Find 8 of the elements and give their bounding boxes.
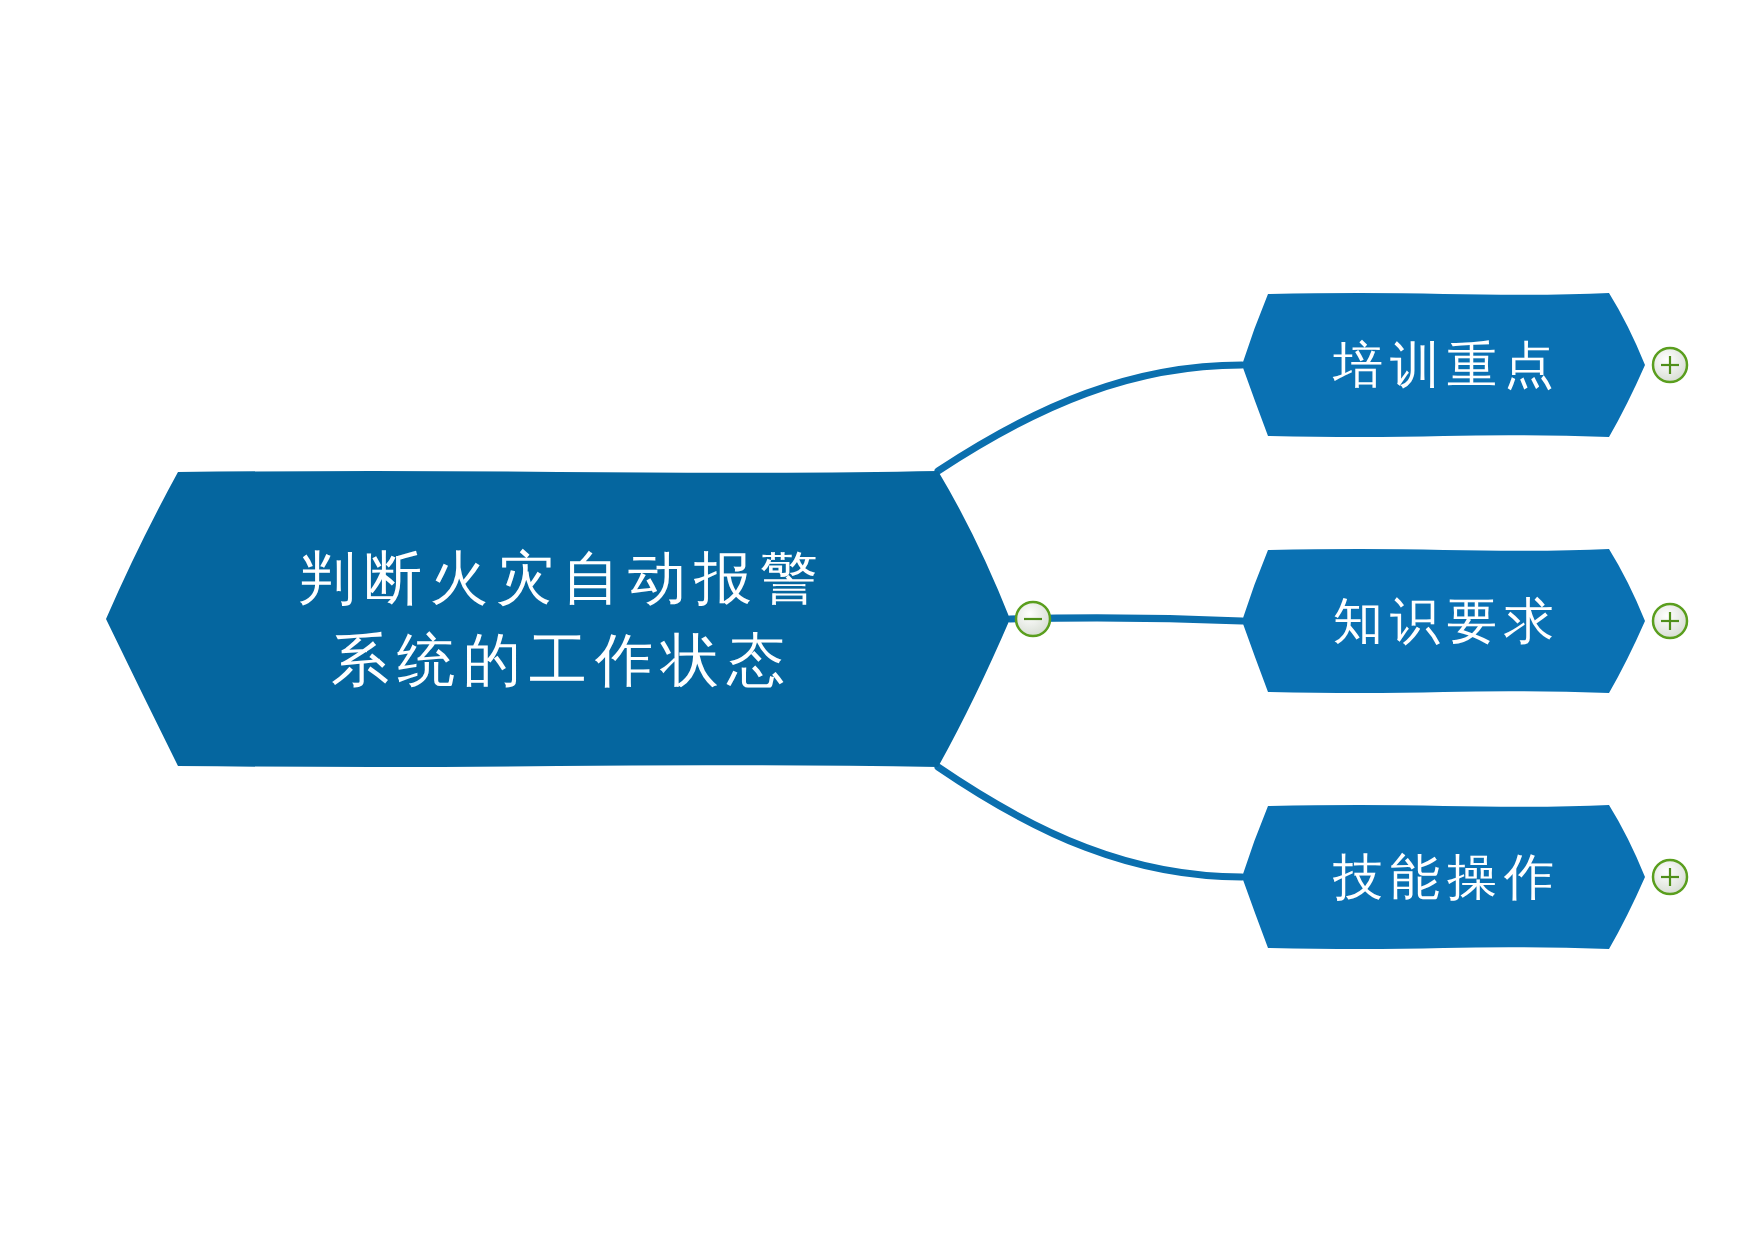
topic-label: 技能操作 [1332, 847, 1561, 907]
topic-label: 培训重点 [1332, 335, 1561, 395]
topic-label: 判断火灾自动报警系统的工作状态 [297, 543, 827, 696]
subtopic-shape [1242, 548, 1645, 694]
subtopic-shape [1242, 292, 1645, 438]
central-topic-shape [106, 470, 1010, 768]
subtopic-shape [1242, 804, 1645, 950]
topic-label: 知识要求 [1332, 591, 1561, 651]
